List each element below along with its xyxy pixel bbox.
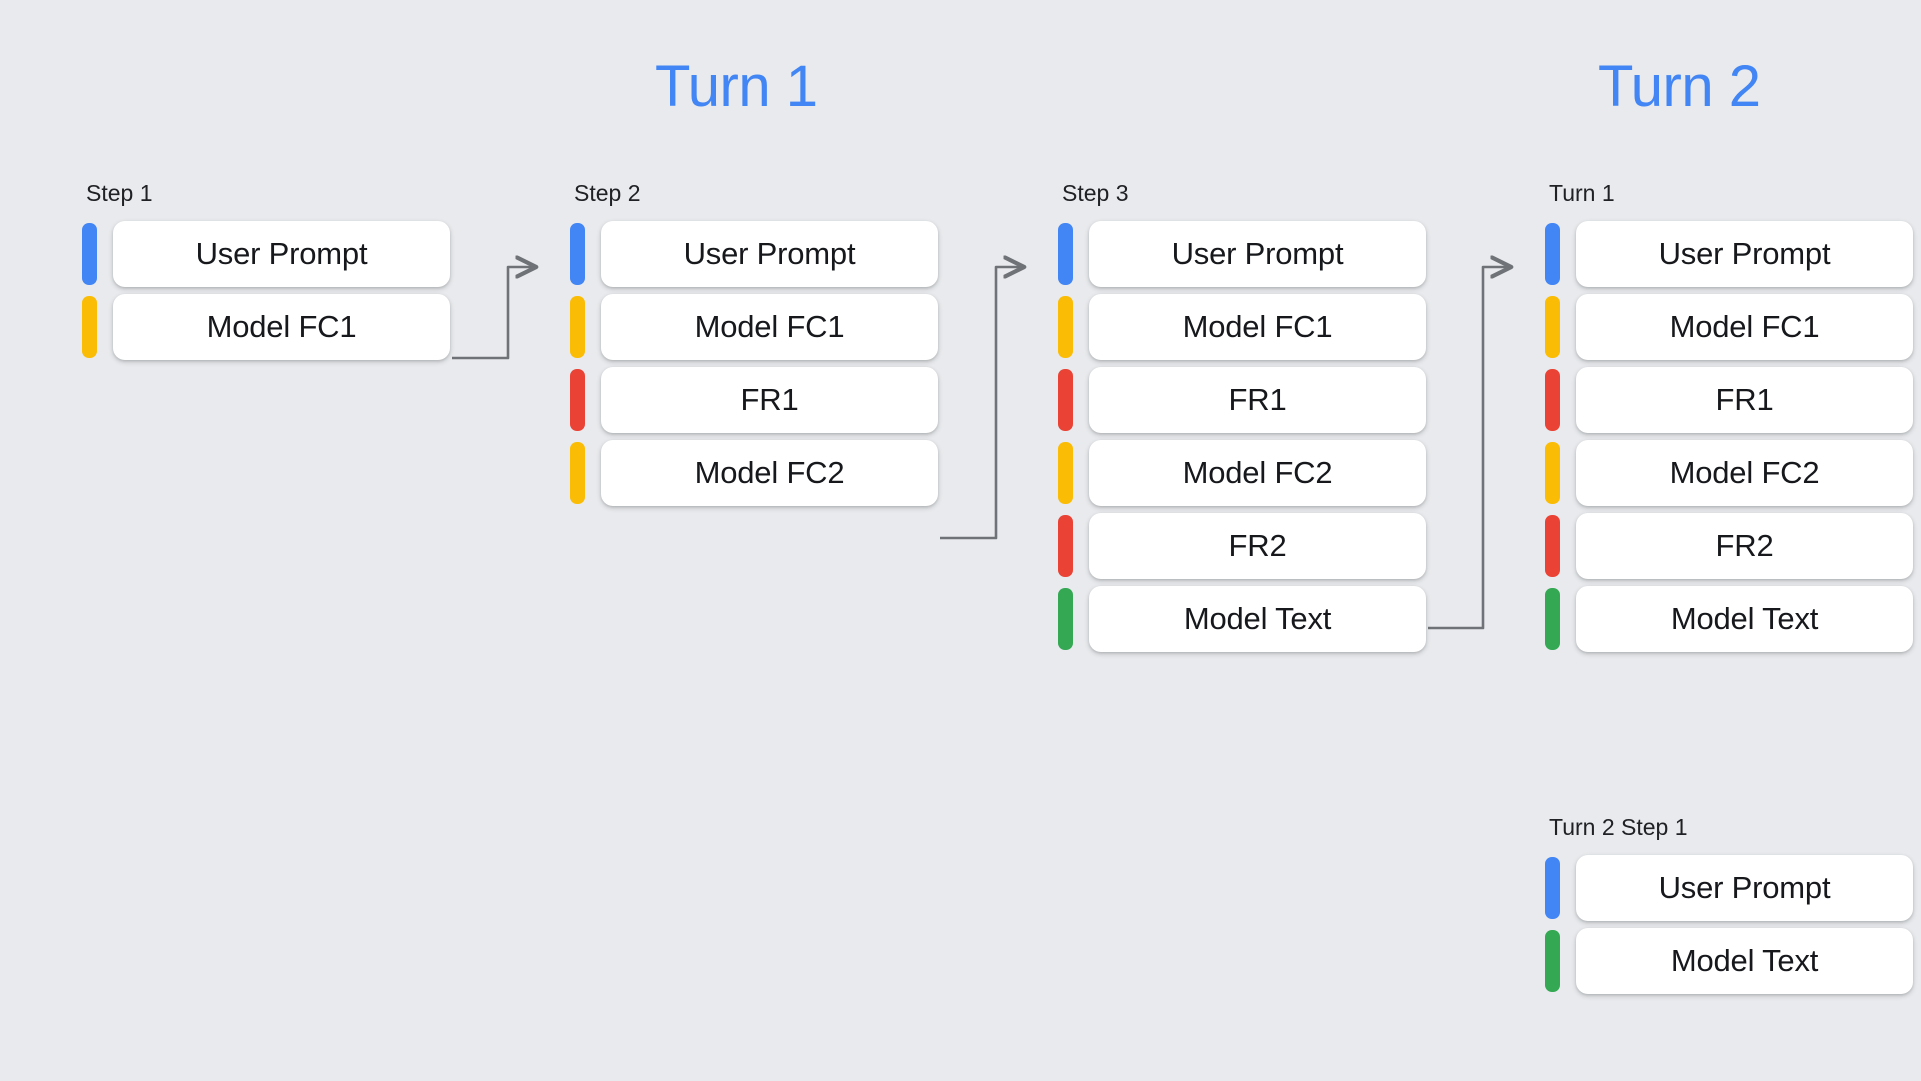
row-model-text[interactable]: Model Text bbox=[1545, 928, 1913, 994]
card-label[interactable]: User Prompt bbox=[1576, 221, 1913, 287]
card-label[interactable]: Model FC2 bbox=[1576, 440, 1913, 506]
group-label-turn2-turn1: Turn 1 bbox=[1549, 180, 1615, 206]
card-label[interactable]: Model FC1 bbox=[1576, 294, 1913, 360]
color-bar-yellow-icon bbox=[570, 442, 585, 504]
group-label-step-3: Step 3 bbox=[1062, 180, 1129, 206]
color-bar-red-icon bbox=[1058, 369, 1073, 431]
connector-step2-to-step3 bbox=[940, 267, 1023, 540]
color-bar-red-icon bbox=[570, 369, 585, 431]
color-bar-yellow-icon bbox=[1058, 296, 1073, 358]
row-model-fc2[interactable]: Model FC2 bbox=[1545, 440, 1913, 506]
turn-1-heading: Turn 1 bbox=[655, 54, 818, 119]
card-label[interactable]: Model Text bbox=[1089, 586, 1426, 652]
row-fr1[interactable]: FR1 bbox=[1545, 367, 1913, 433]
color-bar-green-icon bbox=[1545, 588, 1560, 650]
group-turn2-turn1: Turn 1 User Prompt Model FC1 FR1 Model F… bbox=[1545, 182, 1913, 652]
row-model-fc1[interactable]: Model FC1 bbox=[1545, 294, 1913, 360]
card-label[interactable]: FR2 bbox=[1576, 513, 1913, 579]
row-user-prompt[interactable]: User Prompt bbox=[1545, 855, 1913, 921]
connector-step3-to-turn1 bbox=[1428, 267, 1510, 630]
color-bar-blue-icon bbox=[570, 223, 585, 285]
color-bar-yellow-icon bbox=[1545, 442, 1560, 504]
color-bar-yellow-icon bbox=[570, 296, 585, 358]
row-list-step-2: User Prompt Model FC1 FR1 Model FC2 bbox=[570, 221, 938, 506]
row-fr2[interactable]: FR2 bbox=[1545, 513, 1913, 579]
color-bar-yellow-icon bbox=[82, 296, 97, 358]
color-bar-green-icon bbox=[1545, 930, 1560, 992]
card-label[interactable]: User Prompt bbox=[601, 221, 938, 287]
row-list-turn2-step1: User Prompt Model Text bbox=[1545, 855, 1913, 994]
group-label-turn2-step1: Turn 2 Step 1 bbox=[1549, 814, 1688, 840]
group-turn2-step1: Turn 2 Step 1 User Prompt Model Text bbox=[1545, 816, 1913, 994]
row-model-fc2[interactable]: Model FC2 bbox=[570, 440, 938, 506]
card-label[interactable]: Model Text bbox=[1576, 928, 1913, 994]
group-step-3: Step 3 User Prompt Model FC1 FR1 Model F… bbox=[1058, 182, 1426, 652]
color-bar-yellow-icon bbox=[1058, 442, 1073, 504]
row-model-fc1[interactable]: Model FC1 bbox=[82, 294, 450, 360]
card-label[interactable]: Model FC1 bbox=[601, 294, 938, 360]
card-label[interactable]: Model FC2 bbox=[1089, 440, 1426, 506]
color-bar-blue-icon bbox=[1545, 857, 1560, 919]
row-list-step-1: User Prompt Model FC1 bbox=[82, 221, 450, 360]
color-bar-blue-icon bbox=[1058, 223, 1073, 285]
card-label[interactable]: FR1 bbox=[601, 367, 938, 433]
row-fr1[interactable]: FR1 bbox=[1058, 367, 1426, 433]
row-user-prompt[interactable]: User Prompt bbox=[1058, 221, 1426, 287]
row-user-prompt[interactable]: User Prompt bbox=[1545, 221, 1913, 287]
row-user-prompt[interactable]: User Prompt bbox=[570, 221, 938, 287]
row-fr2[interactable]: FR2 bbox=[1058, 513, 1426, 579]
connector-step1-to-step2 bbox=[452, 267, 535, 360]
color-bar-yellow-icon bbox=[1545, 296, 1560, 358]
row-list-turn2-turn1: User Prompt Model FC1 FR1 Model FC2 FR2 … bbox=[1545, 221, 1913, 652]
card-label[interactable]: Model Text bbox=[1576, 586, 1913, 652]
color-bar-green-icon bbox=[1058, 588, 1073, 650]
card-label[interactable]: Model FC1 bbox=[113, 294, 450, 360]
card-label[interactable]: User Prompt bbox=[1089, 221, 1426, 287]
group-label-step-2: Step 2 bbox=[574, 180, 641, 206]
row-model-fc2[interactable]: Model FC2 bbox=[1058, 440, 1426, 506]
row-model-fc1[interactable]: Model FC1 bbox=[1058, 294, 1426, 360]
color-bar-red-icon bbox=[1545, 369, 1560, 431]
turn-2-heading: Turn 2 bbox=[1598, 54, 1761, 119]
color-bar-blue-icon bbox=[1545, 223, 1560, 285]
color-bar-red-icon bbox=[1058, 515, 1073, 577]
row-user-prompt[interactable]: User Prompt bbox=[82, 221, 450, 287]
row-model-text[interactable]: Model Text bbox=[1058, 586, 1426, 652]
color-bar-red-icon bbox=[1545, 515, 1560, 577]
card-label[interactable]: User Prompt bbox=[1576, 855, 1913, 921]
row-model-text[interactable]: Model Text bbox=[1545, 586, 1913, 652]
card-label[interactable]: Model FC1 bbox=[1089, 294, 1426, 360]
group-step-1: Step 1 User Prompt Model FC1 bbox=[82, 182, 450, 360]
row-model-fc1[interactable]: Model FC1 bbox=[570, 294, 938, 360]
group-step-2: Step 2 User Prompt Model FC1 FR1 Model F… bbox=[570, 182, 938, 506]
card-label[interactable]: FR2 bbox=[1089, 513, 1426, 579]
card-label[interactable]: FR1 bbox=[1576, 367, 1913, 433]
card-label[interactable]: Model FC2 bbox=[601, 440, 938, 506]
color-bar-blue-icon bbox=[82, 223, 97, 285]
card-label[interactable]: User Prompt bbox=[113, 221, 450, 287]
group-label-step-1: Step 1 bbox=[86, 180, 153, 206]
row-list-step-3: User Prompt Model FC1 FR1 Model FC2 FR2 … bbox=[1058, 221, 1426, 652]
row-fr1[interactable]: FR1 bbox=[570, 367, 938, 433]
card-label[interactable]: FR1 bbox=[1089, 367, 1426, 433]
